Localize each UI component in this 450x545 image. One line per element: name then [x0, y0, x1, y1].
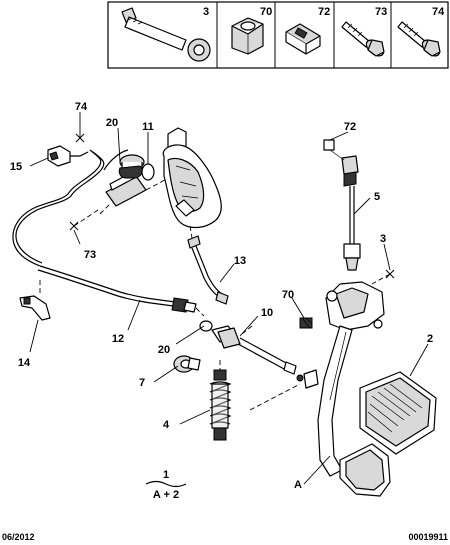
flange-screw-icon — [341, 21, 385, 57]
callout-3: 3 — [380, 233, 386, 245]
callout-11: 11 — [142, 121, 154, 133]
header-parts-strip: 3 70 72 73 74 — [107, 1, 449, 69]
fluid-reservoir — [162, 127, 222, 229]
screw-73-marker — [69, 209, 99, 231]
cable-clip-14 — [19, 280, 51, 321]
shoulder-bolt-icon — [121, 7, 211, 62]
flange-screw-icon — [397, 21, 441, 57]
switch-harness-5 — [323, 139, 361, 271]
header-ref-70: 70 — [260, 6, 272, 18]
screw-74-marker — [75, 112, 85, 143]
callout-72: 72 — [344, 121, 356, 133]
callout-13: 13 — [234, 255, 246, 267]
callout-15: 15 — [10, 161, 22, 173]
hydraulic-pipe — [12, 149, 102, 267]
formula-top: 1 — [163, 469, 169, 481]
callout-A: A — [294, 479, 302, 491]
leader-lines — [29, 127, 429, 485]
hose-13 — [187, 225, 229, 305]
callout-12: 12 — [112, 333, 124, 345]
header-ref-74: 74 — [432, 6, 445, 18]
bolt-3-marker — [371, 269, 395, 285]
slave-cylinder-10 — [199, 320, 297, 375]
footer-date: 06/2012 — [2, 532, 35, 542]
assembly-formula: 1 A + 2 — [145, 469, 187, 501]
clutch-pedal-assembly — [249, 281, 437, 497]
callout-74: 74 — [75, 101, 88, 113]
bracket-15 — [47, 145, 89, 167]
master-cylinder-11 — [103, 149, 155, 207]
header-ref-3: 3 — [203, 6, 209, 18]
formula-bottom: A + 2 — [153, 489, 179, 501]
callout-14: 14 — [18, 357, 31, 369]
assist-spring-4 — [209, 360, 232, 441]
header-ref-72: 72 — [318, 6, 330, 18]
callout-20-upper: 20 — [106, 117, 118, 129]
callout-numbers: 74 20 11 15 73 72 5 13 3 70 10 12 20 14 … — [10, 101, 433, 491]
callout-20-lower: 20 — [158, 344, 170, 356]
footer-doc-number: 00019911 — [408, 532, 448, 542]
clip-icon — [285, 23, 321, 55]
callout-5: 5 — [374, 191, 380, 203]
header-ref-73: 73 — [375, 6, 387, 18]
hex-nut-icon — [231, 17, 264, 55]
callout-2: 2 — [427, 333, 433, 345]
clutch-cable-12 — [37, 265, 205, 317]
nut-70-marker — [299, 317, 313, 329]
callout-73: 73 — [84, 249, 96, 261]
callout-7: 7 — [139, 377, 145, 389]
callout-70: 70 — [282, 289, 294, 301]
callout-10: 10 — [261, 307, 273, 319]
callout-4: 4 — [163, 419, 170, 431]
bush-7 — [173, 355, 201, 373]
